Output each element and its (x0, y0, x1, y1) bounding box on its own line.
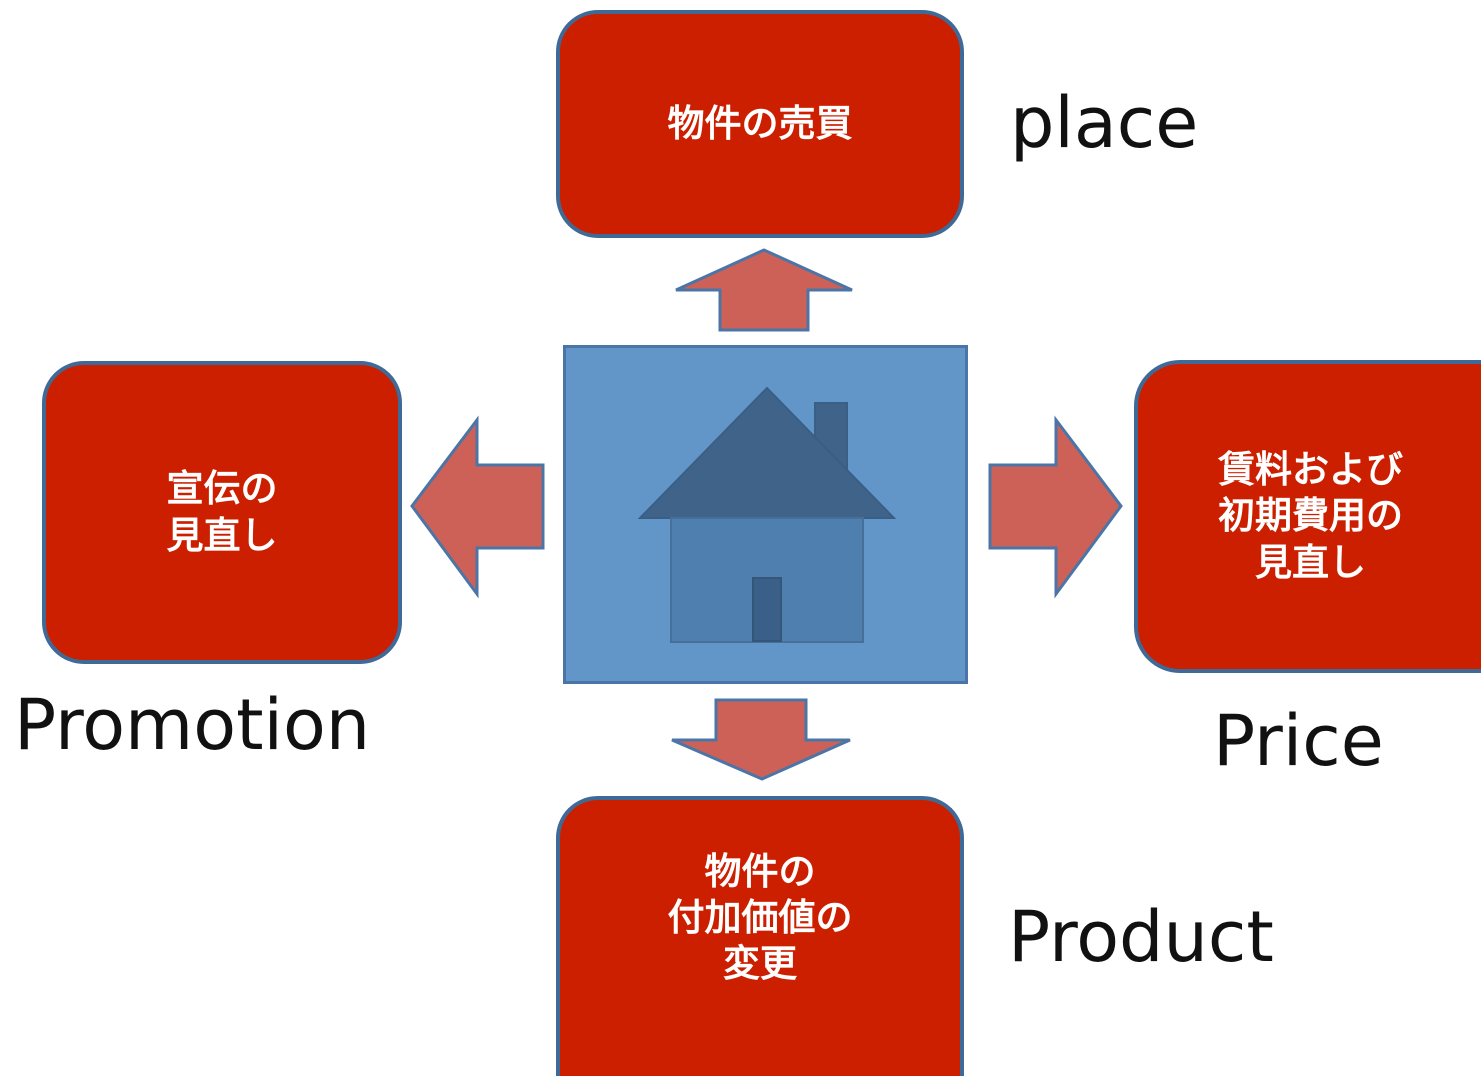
box-price-line: 初期費用の (1218, 494, 1403, 538)
box-promotion: 宣伝の 見直し (42, 361, 402, 664)
arrow-right (988, 415, 1123, 599)
box-place: 物件の売買 (556, 10, 964, 238)
center-property-panel (563, 345, 968, 684)
label-promotion: Promotion (14, 684, 371, 766)
box-product-text: 物件の 付加価値の 変更 (668, 849, 853, 988)
box-product-line: 物件の (704, 849, 816, 893)
arrow-up (675, 248, 853, 332)
box-place-text: 物件の売買 (668, 101, 853, 147)
arrow-left (410, 415, 545, 599)
box-product-line: 変更 (723, 942, 797, 986)
box-price: 賃料および 初期費用の 見直し (1134, 360, 1481, 673)
label-product: Product (1008, 896, 1274, 978)
box-price-text: 賃料および 初期費用の 見直し (1218, 447, 1403, 586)
box-product-line: 付加価値の (667, 895, 853, 939)
house-icon (637, 386, 897, 643)
box-product: 物件の 付加価値の 変更 (556, 796, 964, 1076)
box-price-line: 見直し (1255, 540, 1366, 584)
box-price-line: 賃料および (1218, 448, 1403, 492)
arrow-down (671, 698, 851, 781)
label-place: place (1010, 82, 1199, 164)
box-promotion-line: 見直し (166, 513, 278, 557)
box-promotion-text: 宣伝の 見直し (167, 466, 278, 559)
box-place-line: 物件の売買 (667, 101, 853, 145)
box-promotion-line: 宣伝の (166, 467, 278, 511)
label-price: Price (1213, 700, 1384, 782)
